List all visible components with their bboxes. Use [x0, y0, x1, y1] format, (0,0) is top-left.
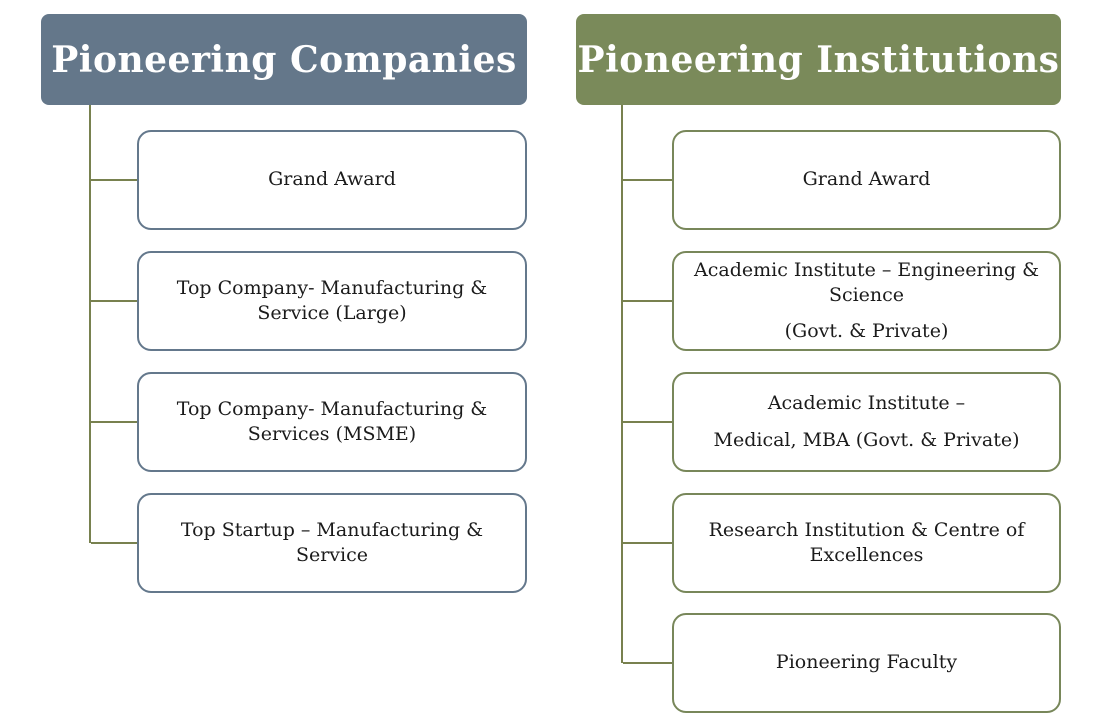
connector-elbow [623, 300, 672, 302]
node-grand-award-institutions: Grand Award [672, 130, 1061, 230]
node-text: Academic Institute – Engineering & Scien… [694, 258, 1039, 306]
node-text: Medical, MBA (Govt. & Private) [713, 428, 1020, 451]
node-text: Top Company- Manufacturing & Services (M… [176, 397, 488, 445]
connector-elbow [623, 542, 672, 544]
companies-header: Pioneering Companies [41, 14, 527, 105]
node-academic-medical-mba: Academic Institute – Medical, MBA (Govt.… [672, 372, 1061, 472]
node-text: Pioneering Faculty [775, 651, 958, 674]
connector-elbow [91, 542, 137, 544]
node-text: Grand Award [802, 168, 931, 191]
connector-elbow [623, 662, 672, 664]
companies-title: Pioneering Companies [51, 38, 517, 81]
node-academic-engineering-science: Academic Institute – Engineering & Scien… [672, 251, 1061, 351]
node-research-institution: Research Institution & Centre of Excelle… [672, 493, 1061, 593]
node-pioneering-faculty: Pioneering Faculty [672, 613, 1061, 713]
institutions-header: Pioneering Institutions [576, 14, 1061, 105]
companies-trunk-line [89, 105, 91, 543]
connector-elbow [91, 179, 137, 181]
node-text: Research Institution & Centre of Excelle… [708, 518, 1025, 566]
node-grand-award-companies: Grand Award [137, 130, 527, 230]
connector-elbow [91, 300, 137, 302]
node-text: Top Startup – Manufacturing & Service [180, 518, 484, 566]
connector-elbow [623, 179, 672, 181]
node-top-company-msme: Top Company- Manufacturing & Services (M… [137, 372, 527, 472]
node-text: (Govt. & Private) [784, 320, 949, 343]
node-top-company-large: Top Company- Manufacturing & Service (La… [137, 251, 527, 351]
institutions-trunk-line [621, 105, 623, 663]
node-text: Academic Institute – [767, 392, 966, 415]
institutions-title: Pioneering Institutions [577, 38, 1060, 81]
connector-elbow [623, 421, 672, 423]
node-text: Grand Award [268, 168, 396, 191]
connector-elbow [91, 421, 137, 423]
node-text: Top Company- Manufacturing & Service (La… [176, 276, 488, 324]
node-top-startup: Top Startup – Manufacturing & Service [137, 493, 527, 593]
